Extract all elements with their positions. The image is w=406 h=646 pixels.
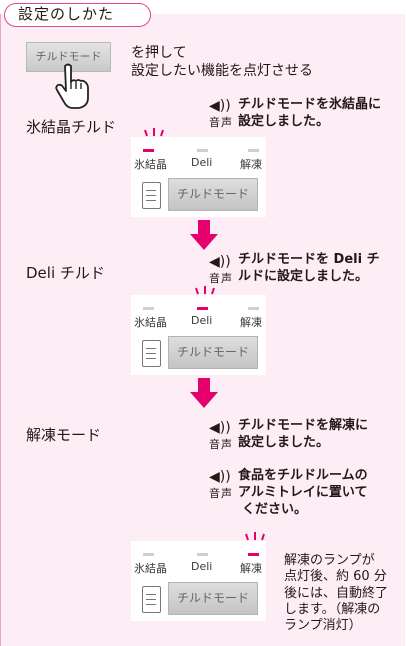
step-3-control-panel: 氷結晶 Deli 解凍 チルドモード <box>131 541 266 621</box>
step-2-voice-message: チルドモードを Deli チ ルドに設定しました。 <box>238 251 380 285</box>
step-3-voice-message: チルドモードを解凍に 設定しました。 <box>238 417 368 451</box>
chilled-mode-button[interactable]: チルドモード <box>168 178 258 211</box>
lamp-label: 氷結晶 <box>134 562 167 575</box>
speaker-icon: ◀)) 音声 <box>209 254 239 288</box>
speaker-icon: ◀)) 音声 <box>209 420 239 454</box>
note-line: 解凍のランプが <box>284 553 375 568</box>
speaker-glyph: ◀)) <box>209 254 231 270</box>
lamp-hyokessho <box>143 149 154 152</box>
lamp-hyokessho <box>143 307 154 310</box>
fridge-icon <box>142 182 161 209</box>
step-1-voice-message: チルドモードを氷結晶に 設定しました。 <box>238 96 381 130</box>
voice-label: 音声 <box>209 487 233 500</box>
thaw-note: 解凍のランプが 点灯後、約 60 分 後には、自動終了 します。（解凍の ランプ… <box>284 553 388 634</box>
lamp-kaito <box>248 149 259 152</box>
intro-line-1: を押して <box>131 45 187 61</box>
hand-press-icon <box>55 63 89 109</box>
voice-label: 音声 <box>209 438 233 451</box>
lamp-label: 氷結晶 <box>134 316 167 329</box>
lamp-label: 解凍 <box>240 158 262 171</box>
lamp-label: Deli <box>191 314 213 327</box>
lit-indicator-rays-icon <box>195 286 215 295</box>
step-2-mode-label: Deli チルド <box>26 264 105 282</box>
fridge-icon <box>142 586 161 613</box>
speaker-glyph: ◀)) <box>209 469 231 485</box>
step-3-voice-message-2: 食品をチルドルームの アルミトレイに置いて ください。 <box>238 467 368 518</box>
message-line: チルドモードを解凍に <box>238 418 369 433</box>
note-line: ランプ消灯） <box>284 618 362 634</box>
intro-line-2: 設定したい機能を点灯させる <box>131 63 313 79</box>
message-line: 食品をチルドルームの <box>238 468 368 483</box>
note-line: します。（解凍の <box>284 601 381 617</box>
lamp-kaito <box>248 307 259 310</box>
step-1-mode-label: 氷結晶チルド <box>26 118 117 136</box>
note-line: 点灯後、約 60 分 <box>284 569 387 585</box>
intro-instruction: を押して 設定したい機能を点灯させる <box>131 44 313 80</box>
lamp-deli <box>197 149 208 152</box>
speaker-glyph: ◀)) <box>209 98 231 114</box>
speaker-icon: ◀)) 音声 <box>209 98 239 132</box>
message-line: チルドモードを氷結晶に <box>238 97 382 112</box>
note-line: 後には、自動終了 <box>284 585 389 601</box>
lamp-label: 氷結晶 <box>134 158 167 171</box>
lamp-deli <box>197 307 208 310</box>
message-line: ルドに設定しました。 <box>238 269 369 284</box>
voice-label: 音声 <box>209 272 233 285</box>
message-line: アルミトレイに置いて <box>238 485 368 500</box>
lamp-deli <box>197 553 208 556</box>
step-1-control-panel: 氷結晶 Deli 解凍 チルドモード <box>131 137 266 217</box>
lamp-hyokessho <box>143 553 154 556</box>
chilled-mode-button[interactable]: チルドモード <box>168 336 258 369</box>
lamp-label: Deli <box>191 156 213 169</box>
voice-label: 音声 <box>209 116 233 129</box>
lamp-label: 解凍 <box>240 316 262 329</box>
step-3-mode-label: 解凍モード <box>26 426 102 444</box>
message-line: チルドモードを Deli チ <box>238 252 380 267</box>
step-2-control-panel: 氷結晶 Deli 解凍 チルドモード <box>131 295 266 375</box>
chilled-mode-button[interactable]: チルドモード <box>168 582 258 615</box>
fridge-icon <box>142 340 161 367</box>
lamp-kaito <box>248 553 259 556</box>
arrow-down-icon <box>190 378 218 408</box>
message-line: 設定しました。 <box>238 435 330 450</box>
message-line: 設定しました。 <box>238 114 330 129</box>
speaker-glyph: ◀)) <box>209 420 231 436</box>
lit-indicator-rays-icon <box>144 128 164 137</box>
lamp-label: Deli <box>191 560 213 573</box>
message-line: ください。 <box>242 502 308 517</box>
section-title: 設定のしかた <box>4 3 151 27</box>
lamp-label: 解凍 <box>240 562 262 575</box>
lit-indicator-rays-icon <box>245 532 265 541</box>
speaker-icon: ◀)) 音声 <box>209 469 239 503</box>
arrow-down-icon <box>190 220 218 250</box>
